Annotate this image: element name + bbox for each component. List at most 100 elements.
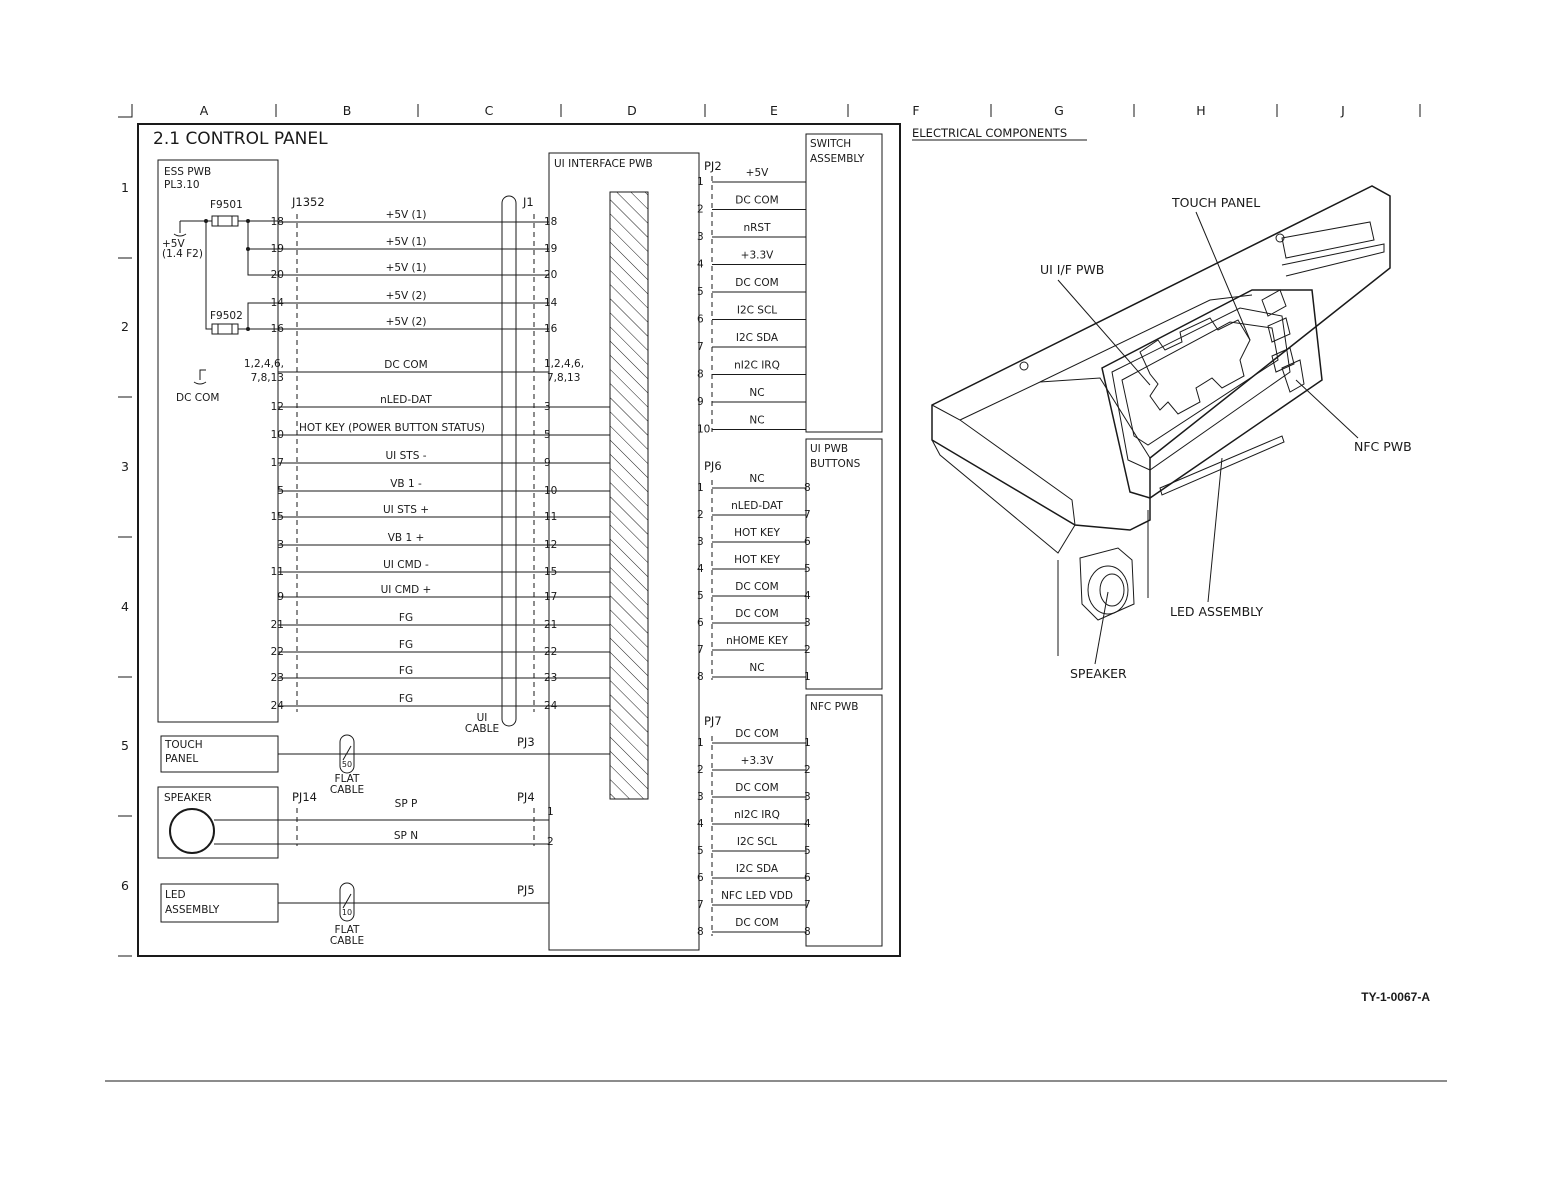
pin-number-right: 5 — [804, 563, 811, 575]
led-assembly-block: LED ASSEMBLY 10 FLAT CABLE PJ5 — [160, 882, 549, 947]
connector-pj4-label: PJ4 — [517, 790, 535, 804]
pin-signal-name: I2C SDA — [736, 863, 779, 875]
pin-signal-name: NC — [749, 415, 764, 427]
ui-cable-label-1: UI — [477, 712, 488, 724]
pin-number: 3 — [697, 231, 704, 243]
signal-name: FG — [399, 612, 413, 624]
signal-name: +5V (2) — [386, 290, 427, 302]
signal-name: FG — [399, 639, 413, 651]
speaker-sp-n-label: SP N — [394, 830, 418, 842]
nfc-pwb-board — [1281, 359, 1305, 393]
pin-signal-name: nI2C IRQ — [734, 360, 780, 372]
col-label-h: H — [1196, 103, 1205, 118]
pin-number-right: 4 — [804, 590, 811, 602]
signal-name: UI STS - — [386, 450, 427, 462]
nfc-pwb-label: NFC PWB — [810, 701, 858, 713]
signal-name: FG — [399, 665, 413, 677]
pin-signal-name: +5V — [746, 167, 769, 179]
nfc-pwb-box — [805, 694, 883, 947]
j1-pin-label: 7,8,13 — [547, 372, 580, 384]
electrical-components-illustration: ELECTRICAL COMPONENTS TOUCH PANEL UI I/F… — [912, 126, 1412, 681]
signal-name: +5V (1) — [386, 209, 427, 221]
pin-number-right: 4 — [804, 818, 811, 830]
pin-number-right: 6 — [804, 872, 811, 884]
fuse-f9501 — [211, 215, 239, 227]
pin-number: 2 — [697, 509, 704, 521]
pin-number: 6 — [697, 314, 704, 326]
ess-pin-label: 9 — [277, 591, 284, 603]
pin-number: 5 — [697, 286, 704, 298]
led-cable-label-2: CABLE — [330, 935, 364, 947]
pin-signal-name: DC COM — [735, 277, 778, 289]
ess-pin-label: 23 — [271, 672, 284, 684]
ui-interface-pwb-label: UI INTERFACE PWB — [554, 158, 653, 170]
ess-pin-label: 12 — [271, 401, 284, 413]
pin-signal-name: NFC LED VDD — [721, 890, 793, 902]
ess-pin-label: 15 — [271, 511, 284, 523]
fuse-f9502 — [211, 323, 239, 335]
pin-number: 1 — [697, 482, 704, 494]
signal-name: VB 1 + — [388, 532, 425, 544]
ui-interface-chip — [609, 191, 649, 800]
pin-number: 4 — [697, 563, 704, 575]
row-label-4: 4 — [121, 599, 129, 614]
led-cable-count: 10 — [342, 908, 352, 917]
pin-number: 8 — [697, 671, 704, 683]
row-label-1: 1 — [121, 180, 129, 195]
pin-number: 2 — [697, 764, 704, 776]
signal-name: UI STS + — [383, 504, 429, 516]
pin-number: 5 — [697, 590, 704, 602]
ess-pin-label: 20 — [271, 269, 284, 281]
pin-signal-name: nHOME KEY — [726, 635, 788, 647]
col-label-b: B — [343, 103, 352, 118]
connector-pj6-label: PJ6 — [704, 459, 722, 473]
j1-pin-label: 21 — [544, 619, 557, 631]
j1-pin-label: 18 — [544, 216, 557, 228]
diagram-title: 2.1 CONTROL PANEL — [153, 129, 328, 149]
ess-pin-label: 1,2,4,6, — [244, 358, 284, 370]
pin-number: 2 — [697, 204, 704, 216]
j1-pin-label: 24 — [544, 700, 558, 712]
row-label-5: 5 — [121, 738, 129, 753]
signal-name: UI CMD - — [383, 559, 429, 571]
signal-name: FG — [399, 693, 413, 705]
signal-name: +5V (1) — [386, 262, 427, 274]
touch-panel-label-1: TOUCH — [164, 739, 203, 751]
connector-pj7-label: PJ7 — [704, 714, 722, 728]
figure-id: TY-1-0067-A — [1361, 990, 1430, 1004]
pin-signal-name: +3.3V — [741, 250, 774, 262]
pin-number-right: 1 — [804, 671, 811, 683]
pin-number-right: 6 — [804, 536, 811, 548]
touch-panel-block: TOUCH PANEL 50 FLAT CABLE PJ3 — [160, 734, 610, 796]
ess-pwb-ref: PL3.10 — [164, 179, 200, 191]
ui-interface-pwb: UI INTERFACE PWB — [548, 152, 700, 951]
dc-com-ground-label: DC COM — [176, 392, 219, 404]
pin-signal-name: NC — [749, 387, 764, 399]
touch-panel-cable-label-1: FLAT — [335, 773, 360, 785]
speaker-block: SPEAKER PJ14 PJ4 SP P SP N 1 2 — [157, 786, 554, 859]
switch-assembly-label-2: ASSEMBLY — [810, 153, 865, 165]
speaker-pin-2: 2 — [547, 836, 554, 848]
ess-pin-label: 18 — [271, 216, 284, 228]
row-label-2: 2 — [121, 319, 129, 334]
pin-number: 8 — [697, 926, 704, 938]
side-buttons — [1261, 289, 1295, 373]
pin-signal-name: DC COM — [735, 728, 778, 740]
col-label-e: E — [770, 103, 778, 118]
j1-pin-label: 3 — [544, 401, 551, 413]
fuse-f9501-label: F9501 — [210, 199, 243, 211]
ui-interface-pwb-box — [548, 152, 700, 951]
connector-pj2-label: PJ2 — [704, 159, 722, 173]
row-label-3: 3 — [121, 459, 129, 474]
pin-signal-name: DC COM — [735, 581, 778, 593]
pin-number: 5 — [697, 845, 704, 857]
pin-signal-name: NC — [749, 473, 764, 485]
pin-number: 3 — [697, 791, 704, 803]
col-label-j: J — [1340, 103, 1345, 118]
pin-number: 7 — [697, 644, 704, 656]
pin-signal-name: I2C SCL — [737, 836, 777, 848]
callout-touch-panel: TOUCH PANEL — [1171, 195, 1260, 210]
led-assembly-label-1: LED — [165, 889, 186, 901]
